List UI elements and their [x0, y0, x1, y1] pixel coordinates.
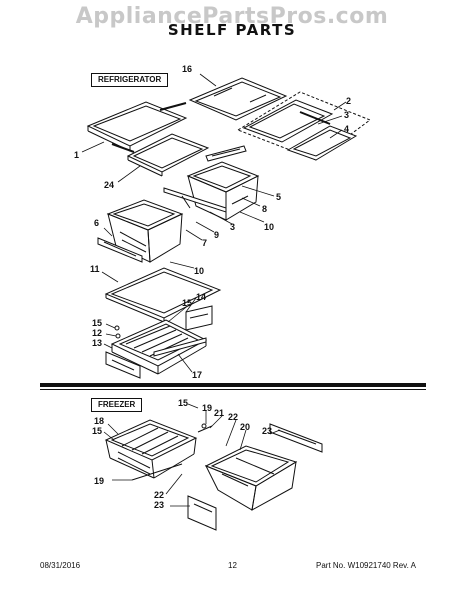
part-12-screw: [116, 334, 120, 338]
callout-15-freezer-top: 15: [178, 398, 189, 408]
callout-3-top: 3: [344, 110, 350, 120]
part-15-screw: [115, 326, 119, 330]
callout-23-bottom: 23: [154, 500, 165, 510]
callout-18: 18: [94, 416, 105, 426]
callout-4: 4: [344, 124, 350, 134]
part-1-slide-shelf: [88, 102, 186, 152]
part-23-upper-rail: [270, 424, 322, 452]
callout-23-top: 23: [262, 426, 273, 436]
callout-9: 9: [214, 230, 220, 240]
part-14-drawer-slide: [186, 306, 212, 330]
callout-12: 12: [92, 328, 103, 338]
callout-7: 7: [202, 238, 208, 248]
refrigerator-section-label: REFRIGERATOR: [91, 73, 169, 87]
callout-24: 24: [104, 180, 115, 190]
part-5-drawer-rail: [206, 146, 246, 161]
section-divider-thin: [40, 389, 426, 390]
part-2-split-shelf-assembly: [238, 92, 370, 160]
part-19-wire: [132, 464, 182, 480]
callout-5: 5: [276, 192, 282, 202]
part-15-freezer-screw: [202, 424, 206, 428]
part-17-trim: [154, 338, 206, 356]
callout-2: 2: [346, 96, 352, 106]
callout-6: 6: [94, 218, 100, 228]
callout-10-lower: 10: [194, 266, 205, 276]
freezer-section-label: FREEZER: [91, 398, 143, 412]
footer-part-number: Part No. W10921740 Rev. A: [316, 561, 416, 570]
part-6-deli-drawer: [108, 200, 182, 262]
callout-16: 16: [182, 64, 193, 74]
footer-date: 08/31/2016: [40, 561, 81, 570]
callout-8: 8: [262, 204, 268, 214]
section-divider: [40, 383, 426, 387]
callout-1: 1: [74, 150, 80, 160]
callout-17: 17: [192, 370, 203, 380]
callout-19-top: 19: [202, 403, 213, 413]
part-13-front: [106, 352, 140, 378]
part-21-clip: [198, 426, 212, 432]
callout-3-lower: 3: [230, 222, 236, 232]
callout-11: 11: [90, 264, 100, 274]
part-8-crisper-drawer: [188, 162, 258, 220]
part-6-drawer-rail: [98, 238, 142, 262]
page-title: SHELF PARTS: [167, 21, 297, 39]
part-23-lower-rail: [188, 496, 216, 530]
part-24-shelf: [128, 134, 208, 176]
footer-page-number: 12: [228, 561, 237, 570]
callout-13: 13: [92, 338, 103, 348]
part-11-crisper-cover: [106, 268, 220, 322]
part-3-rail: [164, 188, 226, 212]
callout-15-drawer: 15: [182, 298, 193, 308]
callout-10-upper: 10: [264, 222, 275, 232]
callout-15-freezer-left: 15: [92, 426, 103, 436]
callout-15-left: 15: [92, 318, 103, 328]
callout-21: 21: [214, 408, 225, 418]
part-16-glass-shelf: [190, 78, 286, 120]
callout-22-top: 22: [228, 412, 239, 422]
callout-22-bottom: 22: [154, 490, 165, 500]
callout-20: 20: [240, 422, 251, 432]
callout-19-bottom: 19: [94, 476, 105, 486]
part-20-freezer-bin: [206, 446, 296, 510]
watermark: AppliancePartsPros.com: [75, 4, 389, 29]
part-18-freezer-basket: [106, 420, 196, 478]
callout-14: 14: [196, 292, 207, 302]
